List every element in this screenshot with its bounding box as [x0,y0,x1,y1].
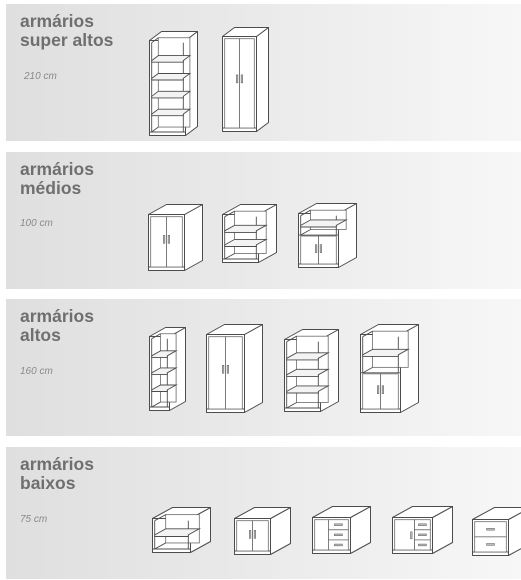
cabinet-open-shelves[interactable] [222,204,277,263]
category-title: armários baixos [20,454,94,493]
height-label: 210 cm [24,71,57,82]
category-title: armários super altos [20,11,114,50]
category-title: armários altos [20,306,94,345]
cabinet-low-drawers[interactable] [312,506,371,554]
cabinet-low-open-shelf[interactable] [152,507,211,553]
category-medios: armários médios 100 cm [6,152,521,289]
category-super-altos: armários super altos 210 cm [6,4,521,141]
cabinet-open-shelves[interactable] [149,31,198,136]
cabinet-two-doors[interactable] [148,204,203,271]
height-label: 100 cm [20,218,53,229]
cabinet-low-door-drawers[interactable] [392,506,453,554]
cabinet-two-doors[interactable] [206,324,263,413]
cabinet-open-top-doors[interactable] [360,324,419,413]
category-altos: armários altos 160 cm [6,299,521,436]
height-label: 75 cm [20,514,48,525]
cabinet-two-doors[interactable] [222,27,269,132]
height-label: 160 cm [20,366,53,377]
category-baixos: armários baixos 75 cm [6,447,521,579]
cabinet-low-two-doors[interactable] [234,507,291,555]
cabinet-narrow-open-shelves[interactable] [149,327,186,411]
category-title: armários médios [20,159,94,198]
cabinet-low-wide-drawers[interactable] [472,507,521,556]
cabinet-open-top-doors[interactable] [298,203,357,268]
cabinet-open-shelves[interactable] [284,329,339,412]
